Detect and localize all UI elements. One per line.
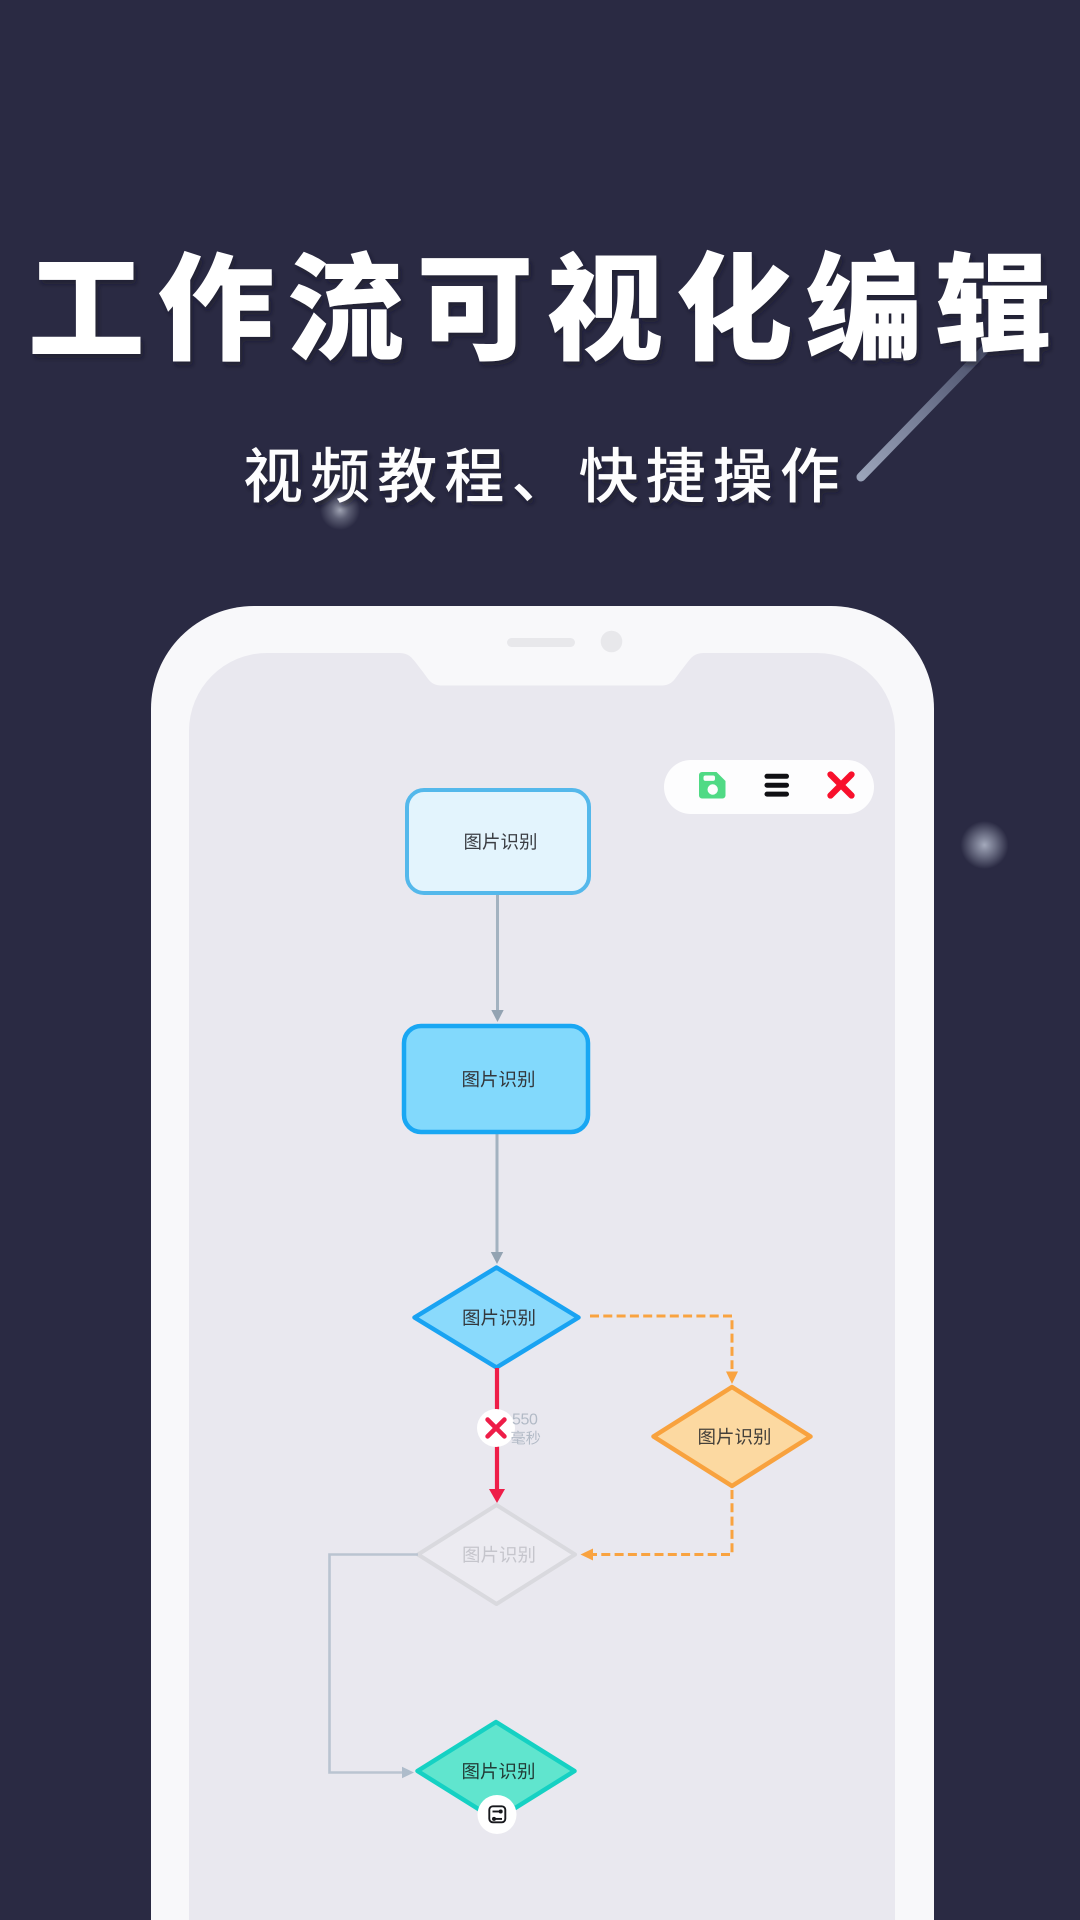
- svg-text:550: 550: [512, 1412, 538, 1429]
